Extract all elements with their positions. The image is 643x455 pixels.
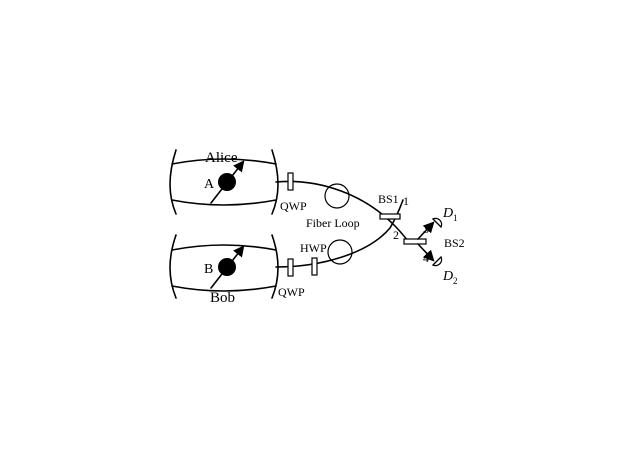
atom-b-spin-arrow	[210, 245, 245, 289]
d1-label: D	[442, 206, 453, 221]
bottom-fiber-loop	[327, 239, 353, 265]
detector-d2-icon	[431, 255, 443, 267]
port-3-label: 3	[423, 222, 429, 236]
qwp-bottom-label: QWP	[278, 285, 305, 299]
qwp-bottom-plate	[287, 258, 294, 277]
bs2-label: BS2	[444, 236, 465, 250]
atom-a-label: A	[204, 177, 215, 192]
bs1-label: BS1	[378, 192, 399, 206]
d2-subscript: 2	[453, 276, 458, 286]
qwp-top-plate	[287, 172, 294, 191]
d1-subscript: 1	[453, 213, 458, 223]
d2-label: D	[442, 269, 453, 284]
bob-label: Bob	[210, 290, 235, 306]
atom-a-spin-arrow	[210, 160, 245, 204]
atom-b-label: B	[204, 262, 213, 277]
fiber-loop-label: Fiber Loop	[306, 216, 360, 230]
bs2-plate	[403, 238, 427, 245]
bs1-plate	[379, 213, 401, 220]
hwp-label: HWP	[300, 241, 327, 255]
hwp-plate	[311, 257, 318, 276]
output-beam-4	[417, 243, 435, 262]
qwp-top-label: QWP	[280, 199, 307, 213]
bob-cavity	[169, 234, 279, 299]
bottom-fiber	[275, 199, 404, 268]
top-fiber-loop	[324, 183, 350, 209]
port-4-label: 4	[423, 251, 429, 265]
port-1-label: 1	[403, 194, 409, 208]
alice-cavity	[169, 149, 279, 215]
alice-label: Alice	[205, 150, 238, 166]
port-2-label: 2	[393, 228, 399, 242]
output-beam-3	[417, 221, 435, 240]
detector-d1-icon	[431, 217, 443, 229]
